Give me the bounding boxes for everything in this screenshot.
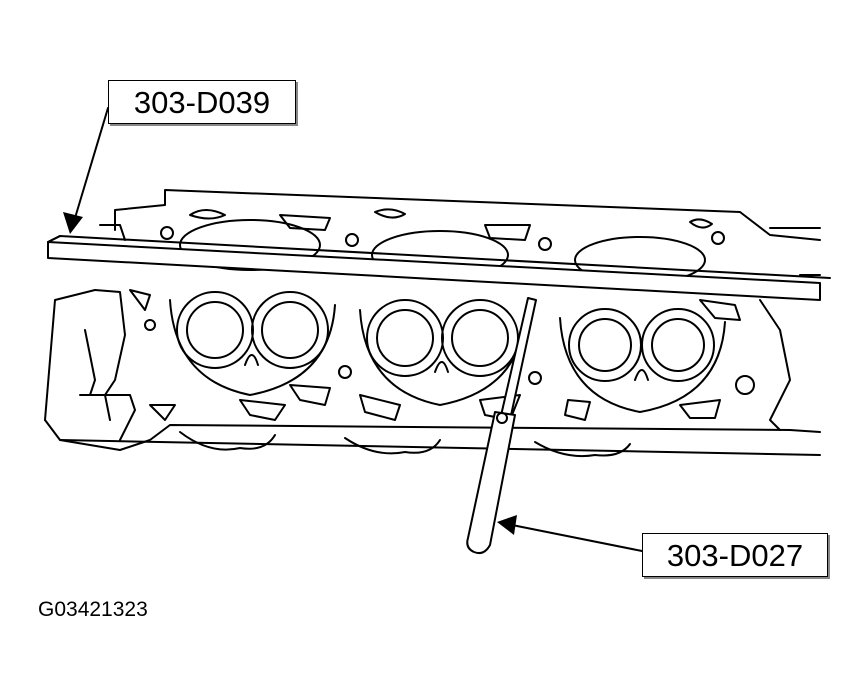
straightedge-tool	[47, 235, 831, 301]
callout-303-D039: 303-D039	[108, 80, 296, 124]
arrowhead-303-D027	[497, 515, 517, 535]
arrowhead-303-D039	[63, 212, 83, 234]
leader-lines	[74, 107, 643, 552]
figure-id: G03421323	[38, 598, 148, 621]
callout-label-straightedge: 303-D039	[133, 84, 271, 120]
feeler-gauge-tool	[466, 297, 537, 555]
callout-label-feeler-gauge: 303-D027	[666, 537, 804, 573]
callout-303-D027: 303-D027	[642, 533, 828, 577]
cylinder-head	[44, 189, 821, 458]
